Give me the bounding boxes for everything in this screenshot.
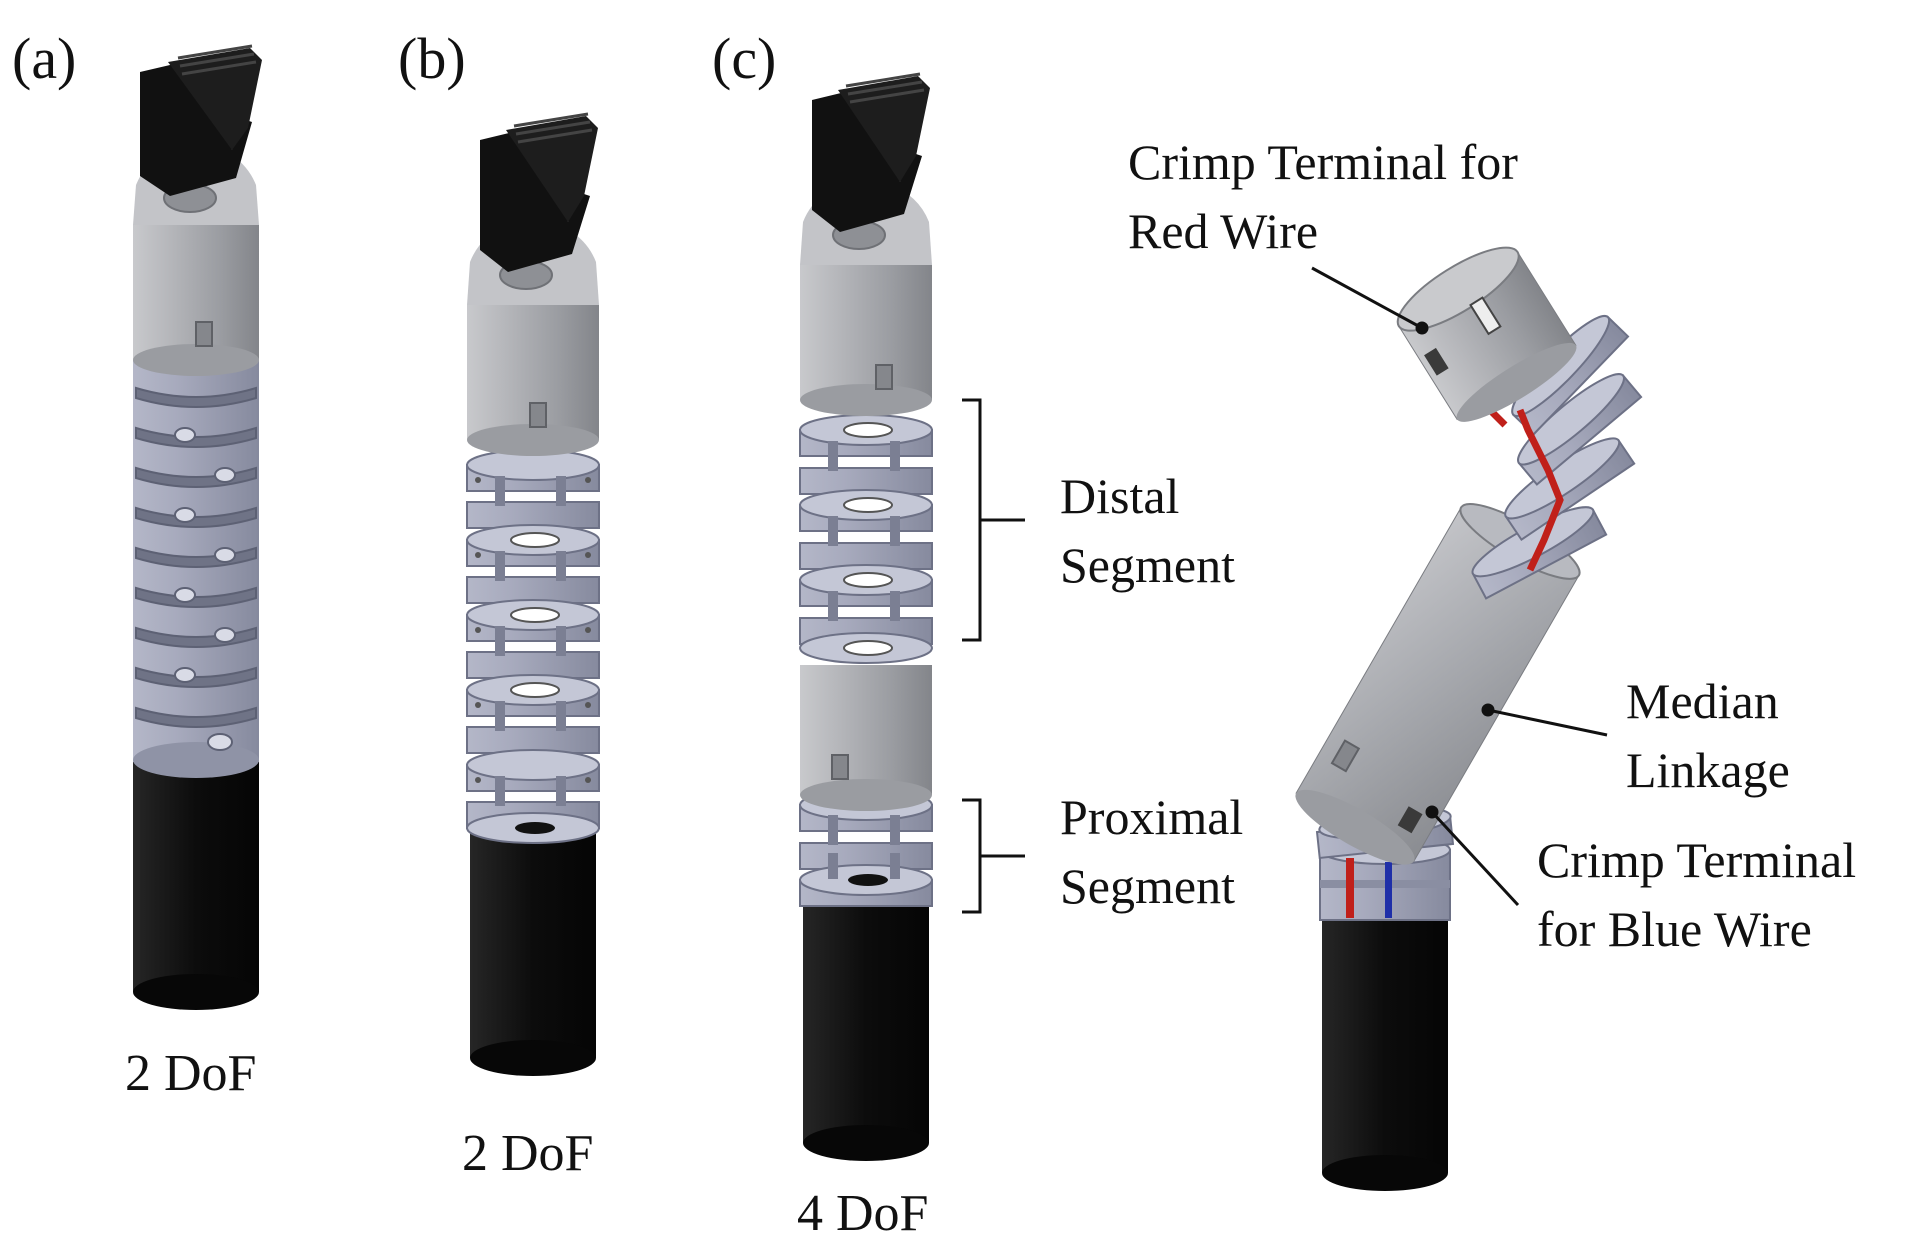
robot-a-base bbox=[133, 760, 259, 1010]
robot-b-gripper-head bbox=[467, 112, 599, 456]
dof-caption-a: 2 DoF bbox=[125, 1045, 257, 1102]
robot-c-base bbox=[803, 905, 929, 1161]
robot-c bbox=[799, 72, 933, 1161]
callout-red-line2: Red Wire bbox=[1128, 203, 1319, 259]
callout-distal-segment: Distal Segment bbox=[1060, 462, 1235, 600]
robot-a-slotted-backbone bbox=[133, 358, 259, 778]
callout-red-line1: Crimp Terminal for bbox=[1128, 134, 1518, 190]
red-wire-proximal bbox=[1346, 858, 1354, 918]
robot-b bbox=[466, 112, 600, 1076]
callout-proximal-line1: Proximal bbox=[1060, 789, 1244, 845]
leader-red-crimp bbox=[1311, 266, 1423, 330]
callout-proximal-line2: Segment bbox=[1060, 858, 1235, 914]
callout-blue-line2: for Blue Wire bbox=[1537, 901, 1812, 957]
callout-median-linkage: Median Linkage bbox=[1626, 667, 1790, 805]
callout-median-line2: Linkage bbox=[1626, 742, 1790, 798]
dof-caption-b: 2 DoF bbox=[462, 1125, 594, 1182]
callout-proximal-segment: Proximal Segment bbox=[1060, 783, 1243, 921]
robot-c-median-linkage bbox=[800, 665, 932, 811]
crimp-terminal-blue bbox=[1397, 806, 1423, 834]
callout-median-line1: Median bbox=[1626, 673, 1779, 729]
robot-b-disk-stack bbox=[466, 449, 600, 844]
leader-lines bbox=[1311, 266, 1608, 907]
dof-caption-c: 4 DoF bbox=[797, 1185, 929, 1242]
robot-c-distal-disks bbox=[799, 414, 933, 664]
panel-label-c: (c) bbox=[712, 26, 777, 91]
leader-blue-crimp bbox=[1430, 810, 1520, 907]
callout-distal-line2: Segment bbox=[1060, 537, 1235, 593]
proximal-segment-bracket bbox=[962, 798, 1025, 914]
panel-label-a: (a) bbox=[12, 26, 77, 91]
callout-distal-line1: Distal bbox=[1060, 468, 1180, 524]
callout-blue-line1: Crimp Terminal bbox=[1537, 832, 1857, 888]
callout-red-wire-crimp: Crimp Terminal for Red Wire bbox=[1128, 128, 1518, 266]
robot-c-bent bbox=[1295, 246, 1643, 1191]
panel-label-b: (b) bbox=[398, 26, 466, 91]
robot-b-base bbox=[470, 830, 596, 1076]
crimp-terminal-red bbox=[1424, 347, 1449, 376]
robot-c-gripper-head bbox=[800, 72, 932, 416]
robot-a-gripper-head bbox=[133, 44, 262, 376]
leader-median bbox=[1487, 708, 1608, 737]
callout-blue-wire-crimp: Crimp Terminal for Blue Wire bbox=[1537, 826, 1856, 964]
robot-a bbox=[133, 44, 262, 1010]
red-wire-distal bbox=[1516, 408, 1564, 572]
distal-segment-bracket bbox=[962, 398, 1025, 642]
robot-c-bent-end-cap bbox=[1396, 246, 1577, 422]
robot-c-bent-base bbox=[1322, 915, 1448, 1191]
blue-wire bbox=[1385, 862, 1392, 918]
